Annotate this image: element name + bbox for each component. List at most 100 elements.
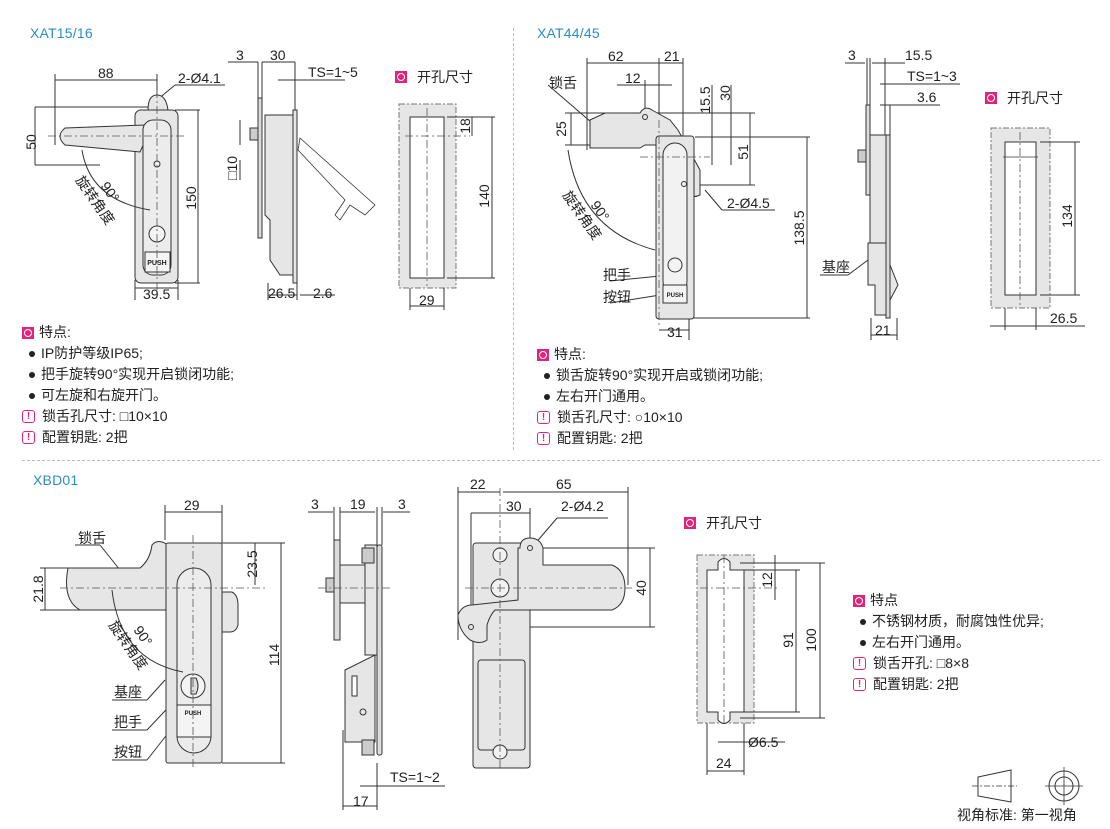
dim-114: 114 (266, 644, 282, 667)
cutout-header-text: 开孔尺寸 (706, 515, 762, 531)
dim-15-5: 15.5 (697, 86, 713, 113)
dim-12: 12 (625, 70, 641, 86)
feature-text: 把手旋转90°实现开启锁闭功能; (41, 366, 235, 382)
dim-150: 150 (183, 186, 199, 210)
dim-31: 31 (667, 324, 683, 340)
model-title-xbd01: XBD01 (33, 472, 79, 488)
xat15-front-view: PUSH (34, 74, 225, 300)
dim-12: 12 (759, 572, 775, 588)
dim-side-15-5: 15.5 (905, 47, 932, 63)
xat15-dim-labels: 88 2-Ø4.1 50 150 39.5 90° 旋转角度 (23, 65, 221, 302)
cutout-header-text: 开孔尺寸 (417, 69, 473, 85)
dim-side-3: 3 (848, 47, 856, 63)
section-divider-horizontal (22, 460, 1100, 461)
dim-29: 29 (184, 497, 200, 513)
dim-hole-41: 2-Ø4.1 (178, 70, 221, 86)
note-text: 锁舌孔尺寸: ○10×10 (557, 409, 683, 425)
xat15-cutout-view: 18 140 29 (398, 103, 495, 310)
xat15-side-view: 3 30 TS=1~5 □10 26.5 2.6 (224, 47, 376, 301)
dim-ts-1-3: TS=1~3 (907, 68, 957, 84)
dim-26-5: 26.5 (268, 285, 295, 301)
dim-side-3a: 3 (311, 496, 319, 512)
dim-25: 25 (553, 121, 569, 137)
circle-marker-icon (22, 326, 34, 339)
feature-item: 锁舌旋转90°实现开启或锁闭功能; (537, 365, 763, 386)
note-item: ! 锁舌孔尺寸: ○10×10 (537, 407, 763, 428)
bullet-icon (544, 372, 550, 379)
dim-40: 40 (633, 580, 649, 596)
features-header-text: 特点: (554, 346, 586, 362)
dim-24: 24 (716, 755, 732, 771)
note-text: 配置钥匙: 2把 (873, 676, 959, 692)
dim-91: 91 (780, 632, 796, 648)
bullet-icon (29, 371, 35, 378)
note-text: 锁舌孔尺寸: □10×10 (42, 408, 168, 424)
dim-hole-45: 2-Ø4.5 (727, 195, 770, 211)
exclamation-icon: ! (537, 432, 550, 445)
dim-3-6: 3.6 (917, 89, 937, 105)
dim-21: 21 (664, 48, 680, 64)
dim-square-10: □10 (224, 156, 240, 180)
feature-item: 不锈钢材质，耐腐蚀性优异; (853, 611, 1044, 632)
feature-text: 可左旋和右旋开门。 (41, 387, 167, 403)
xat44-front-view: PUSH 62 21 12 15.5 30 25 51 2-Ø4.5 138.5… (547, 48, 810, 340)
xat15-cutout-header: 开孔尺寸 (395, 67, 473, 87)
label-handle: 把手 (114, 714, 142, 730)
dim-100: 100 (803, 628, 819, 652)
dim-side-19: 19 (350, 496, 366, 512)
dim-26-5: 26.5 (1050, 310, 1077, 326)
feature-item: 左右开门通用。 (537, 386, 763, 407)
dim-30: 30 (717, 85, 733, 101)
dim-back-30: 30 (506, 498, 522, 514)
feature-text: 不锈钢材质，耐腐蚀性优异; (872, 613, 1044, 629)
circle-marker-icon (853, 594, 865, 607)
feature-item: 左右开门通用。 (853, 632, 1044, 653)
label-base: 基座 (114, 684, 142, 700)
feature-text: 左右开门通用。 (556, 388, 654, 404)
dim-ts-1-5: TS=1~5 (308, 64, 358, 80)
circle-marker-icon (985, 92, 997, 104)
section-divider-vertical (513, 28, 514, 450)
bullet-icon (860, 639, 866, 646)
feature-text: 左右开门通用。 (872, 634, 970, 650)
xat44-features: 特点: 锁舌旋转90°实现开启或锁闭功能; 左右开门通用。 ! 锁舌孔尺寸: ○1… (537, 344, 763, 449)
note-item: ! 配置钥匙: 2把 (537, 428, 763, 449)
feature-item: 把手旋转90°实现开启锁闭功能; (22, 364, 234, 385)
features-header-text: 特点 (870, 592, 898, 608)
label-base: 基座 (822, 259, 850, 275)
dim-side-3b: 3 (398, 496, 406, 512)
note-item: !配置钥匙: 2把 (22, 427, 234, 448)
dim-2-6: 2.6 (313, 285, 333, 301)
dim-29: 29 (419, 292, 435, 308)
exclamation-icon: ! (22, 431, 35, 444)
cutout-header-text: 开孔尺寸 (1007, 90, 1063, 106)
xbd01-features: 特点 不锈钢材质，耐腐蚀性优异; 左右开门通用。 !锁舌开孔: □8×8 ! 配置… (853, 590, 1044, 695)
exclamation-icon: ! (853, 657, 866, 670)
note-item: !锁舌开孔: □8×8 (853, 653, 1044, 674)
dim-23-5: 23.5 (244, 550, 260, 577)
circle-marker-icon (395, 71, 407, 83)
xat44-side-view: 3 15.5 TS=1~3 3.6 21 基座 (820, 47, 960, 340)
feature-item: 可左旋和右旋开门。 (22, 385, 234, 406)
dim-18: 18 (457, 118, 473, 134)
label-tongue: 锁舌 (549, 75, 577, 91)
dim-side-30: 30 (270, 47, 286, 63)
bullet-icon (860, 618, 866, 625)
dim-21-8: 21.8 (30, 575, 46, 602)
xat44-cutout-view: 134 26.5 (990, 127, 1085, 330)
xat44-cutout-header: 开孔尺寸 (985, 88, 1063, 108)
exclamation-icon: ! (537, 411, 550, 424)
exclamation-icon: ! (853, 678, 866, 691)
note-text: 配置钥匙: 2把 (557, 430, 643, 446)
dim-side-3: 3 (236, 47, 244, 63)
dim-dia-6-5: Ø6.5 (748, 734, 779, 750)
dim-22: 22 (470, 476, 486, 492)
push-label: PUSH (667, 293, 684, 299)
dim-39-5: 39.5 (143, 286, 170, 302)
label-button: 按钮 (114, 744, 142, 760)
dim-140: 140 (476, 184, 492, 208)
